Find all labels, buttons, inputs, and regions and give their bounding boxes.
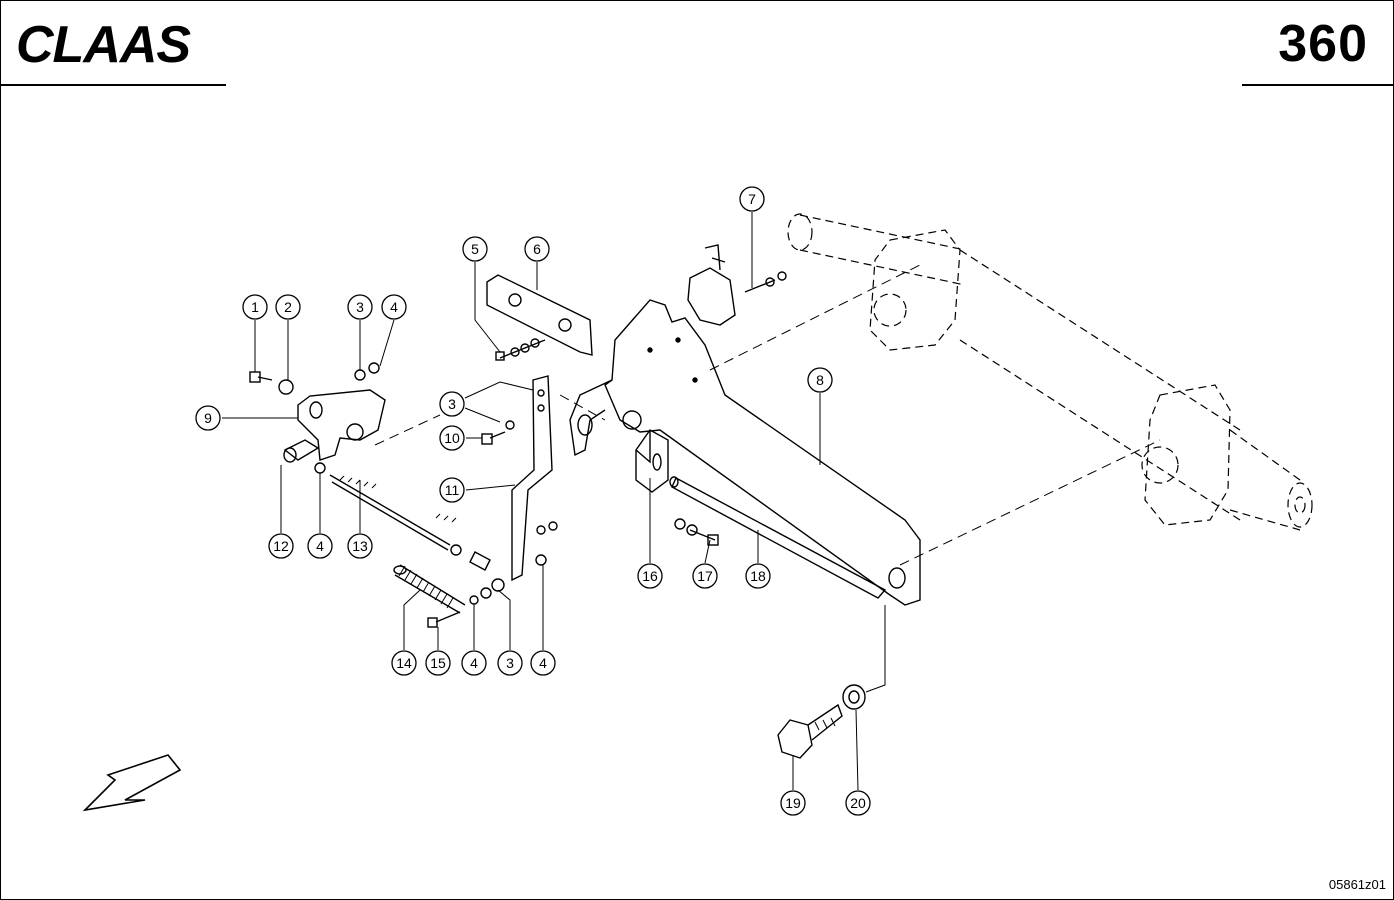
callout-label: 14: [396, 655, 412, 671]
callout-label: 6: [533, 241, 541, 257]
callout-circle: [439, 391, 465, 417]
callout-circle: [242, 294, 268, 320]
hinge-bracket: [687, 267, 736, 326]
callout-label: 2: [284, 299, 292, 315]
callout-label: 4: [470, 655, 478, 671]
callout-circle: [347, 533, 373, 559]
direction-arrow-icon: [82, 754, 182, 812]
drawing-reference: 05861z01: [1328, 877, 1386, 892]
callout-circle: [692, 563, 718, 589]
callout-label: 20: [850, 795, 866, 811]
callout-circle: [497, 650, 523, 676]
callout-circle: [439, 477, 465, 503]
main-bracket-plate: [604, 299, 921, 606]
callout-circle: [268, 533, 294, 559]
callout-label: 7: [748, 191, 756, 207]
bolt: [777, 719, 813, 759]
callout-label: 4: [390, 299, 398, 315]
callout-circle: [439, 425, 465, 451]
callout-label: 5: [471, 241, 479, 257]
callout-circle: [807, 367, 833, 393]
callout-label: 16: [642, 568, 658, 584]
callout-circle: [524, 236, 550, 262]
callout-label: 3: [356, 299, 364, 315]
callout-label: 9: [204, 410, 212, 426]
callout-circle: [462, 236, 488, 262]
callout-circle: [381, 294, 407, 320]
callout-circle: [347, 294, 373, 320]
spring: [394, 564, 466, 614]
callout-label: 17: [697, 568, 713, 584]
callout-circle: [275, 294, 301, 320]
leader-lines: [222, 212, 859, 791]
callout-circle: [530, 650, 556, 676]
callout-circle: [780, 790, 806, 816]
assembly-lines: [374, 264, 1161, 566]
callout-label: 8: [816, 372, 824, 388]
logo-underline: [0, 84, 226, 86]
callout-label: 12: [273, 538, 289, 554]
callout-label: 15: [430, 655, 446, 671]
callout-label: 4: [539, 655, 547, 671]
claas-logo: CLAAS: [16, 16, 192, 74]
callout-label: 18: [750, 568, 766, 584]
spacer-block: [635, 429, 669, 493]
callout-circle: [307, 533, 333, 559]
callout-label: 11: [445, 482, 460, 498]
callout-label: 1: [251, 299, 259, 315]
wear-plate: [486, 274, 593, 356]
callout-label: 4: [316, 538, 324, 554]
callout-circle: [461, 650, 487, 676]
washer: [842, 684, 866, 710]
logo-text: CLAAS: [16, 16, 191, 74]
pivot-bracket: [297, 389, 386, 461]
callout-circle: [425, 650, 451, 676]
callout-circle: [739, 186, 765, 212]
rod: [671, 477, 887, 599]
callout-label: 3: [448, 396, 456, 412]
callout-circle: [391, 650, 417, 676]
callout-circle: [745, 563, 771, 589]
axle-tube: [787, 213, 1313, 531]
callout-label: 3: [506, 655, 514, 671]
callout-circle: [637, 563, 663, 589]
callout-circle: [195, 405, 221, 431]
callout-circle: [845, 790, 871, 816]
pin: [283, 439, 320, 461]
callout-label: 10: [444, 430, 460, 446]
threaded-rod: [329, 474, 451, 551]
lever: [511, 375, 553, 582]
page-number: 360: [1278, 15, 1368, 73]
callout-label: 13: [352, 538, 368, 554]
callout-label: 19: [785, 795, 801, 811]
page-number-underline: [1242, 84, 1394, 86]
